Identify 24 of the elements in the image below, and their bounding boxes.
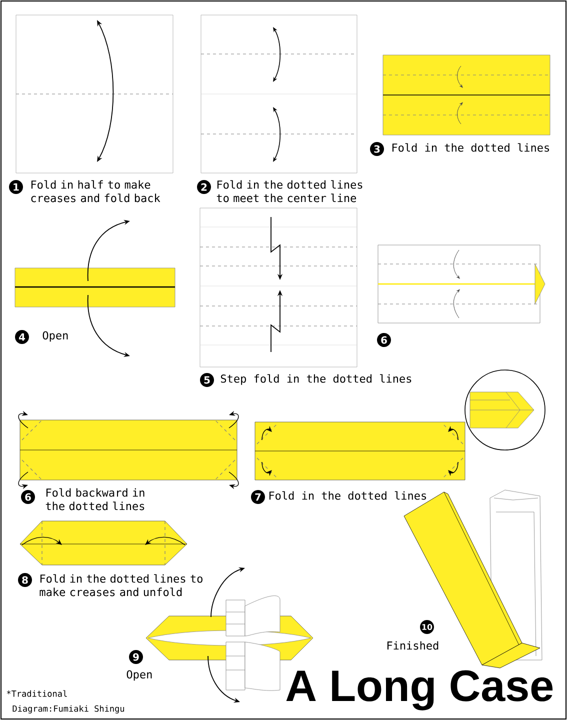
step-instruction: Fold backward in the dotted lines [46, 488, 144, 510]
step-instruction: Step fold in the dotted lines [220, 374, 412, 385]
step-number: 5 [200, 373, 214, 387]
step-instruction: Fold in the dotted lines to make creases and unfold [40, 574, 202, 596]
step-instruction: Fold in the dotted lines [392, 143, 550, 152]
step-instruction: Fold in the dotted lines to meet the center line [216, 180, 362, 202]
step-number: 10 [420, 620, 434, 634]
step-instruction: Finished [387, 641, 438, 650]
step-instruction: Open [42, 331, 68, 342]
step-number: 9 [129, 650, 143, 664]
step-number: 6 [377, 333, 391, 347]
step-number: 1 [9, 180, 23, 194]
step-instruction: Open [126, 670, 152, 681]
step-number: 8 [18, 573, 32, 587]
step-number: 6 [21, 490, 35, 504]
step-instruction: Fold in the dotted lines [269, 491, 426, 500]
credit-text: *Traditional [6, 690, 67, 697]
step-instruction: Fold in half to make creases and fold back [31, 180, 160, 202]
step-number: 2 [197, 180, 211, 194]
step-number: 7 [251, 490, 265, 504]
title: A Long Case [286, 670, 553, 710]
step-number: 4 [15, 330, 29, 344]
credit-text: Diagram:Fumiaki Shingu [12, 705, 124, 714]
step-number: 3 [370, 142, 384, 156]
